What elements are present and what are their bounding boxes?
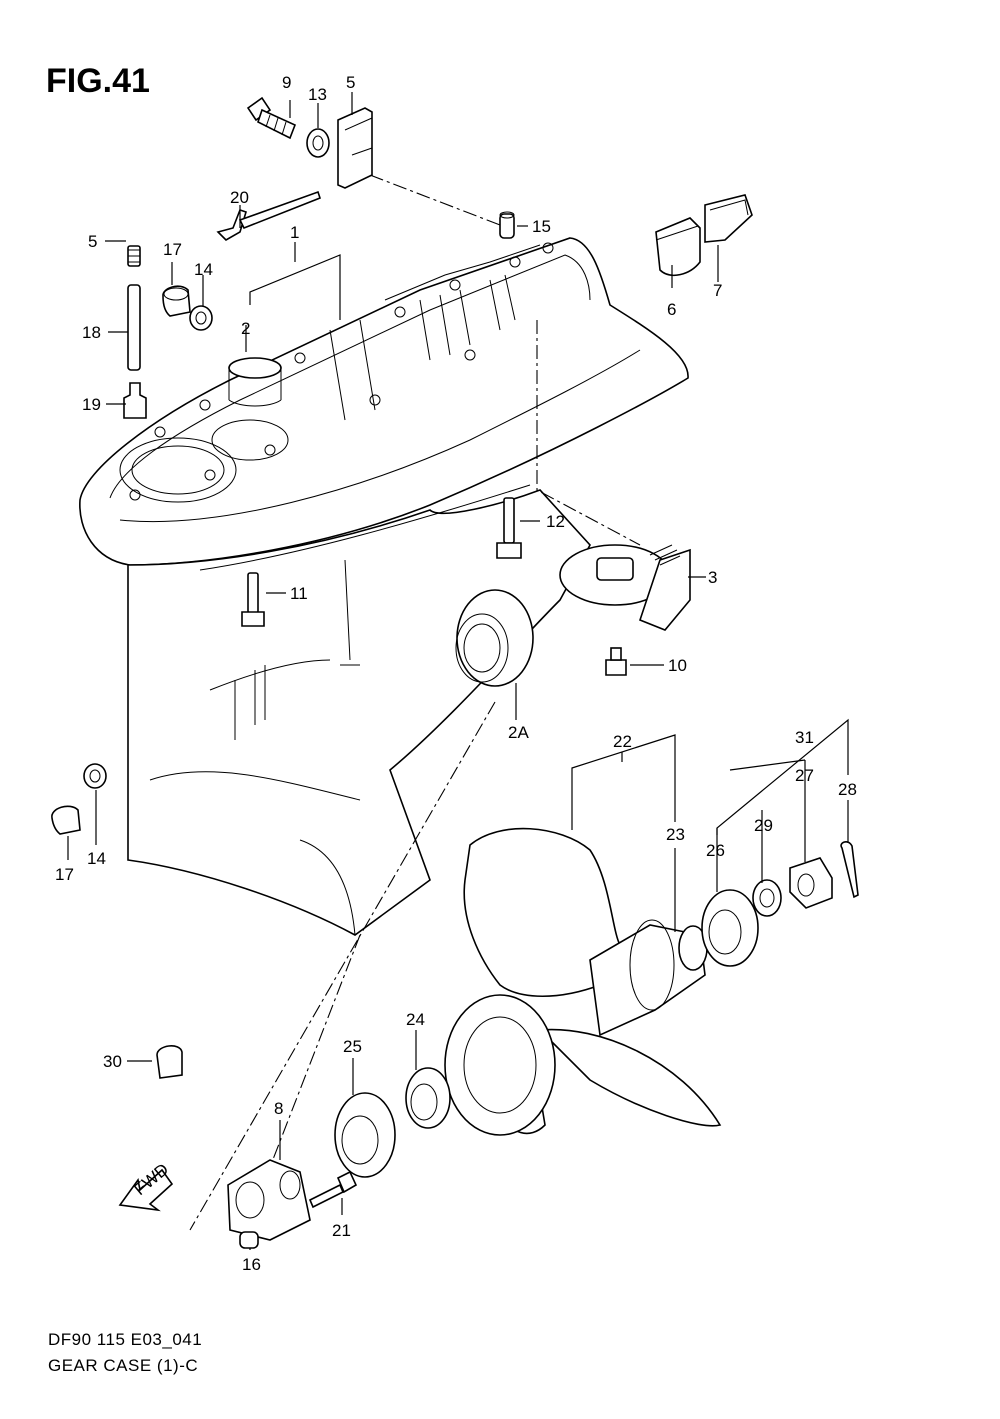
callout-24: 24 (406, 1010, 425, 1029)
callout-20: 20 (230, 188, 249, 207)
trim-tab-3 (559, 544, 691, 631)
plug-17-upper (162, 285, 191, 317)
bolt-21 (308, 1170, 358, 1209)
thrust-washer-26 (701, 889, 759, 967)
bolt-9 (246, 96, 297, 140)
callout-13: 13 (308, 85, 327, 104)
callout-labels: 9 13 5 20 15 6 7 5 17 14 18 19 1 2 12 11… (55, 73, 857, 1274)
fwd-arrow-icon (118, 1168, 174, 1212)
pin-15 (499, 211, 515, 239)
callout-29: 29 (754, 816, 773, 835)
callout-16: 16 (242, 1255, 261, 1274)
callout-15: 15 (532, 217, 551, 236)
callout-12: 12 (546, 512, 565, 531)
washer-13 (306, 128, 330, 158)
washer-14-upper (189, 305, 213, 331)
propeller-23 (444, 827, 722, 1136)
nut-27 (789, 857, 833, 909)
callout-14-lower: 14 (87, 849, 106, 868)
cotter-pin-28 (840, 841, 859, 899)
callout-19: 19 (82, 395, 101, 414)
anode-6 (655, 217, 701, 277)
callout-27: 27 (795, 766, 814, 785)
callout-6: 6 (667, 300, 676, 319)
callout-17-lower: 17 (55, 865, 74, 884)
nut-10 (605, 647, 627, 676)
nipple-19 (123, 382, 147, 419)
callout-18: 18 (82, 323, 101, 342)
callout-2: 2 (241, 319, 250, 338)
bolt-11 (241, 572, 265, 627)
callout-5: 5 (346, 73, 355, 92)
callout-30: 30 (103, 1052, 122, 1071)
callout-23: 23 (666, 825, 685, 844)
callout-17-upper: 17 (163, 240, 182, 259)
stud-4 (127, 245, 141, 267)
oil-seal-2a (455, 589, 534, 687)
callout-10: 10 (668, 656, 687, 675)
figure-title: FIG.41 (46, 62, 150, 100)
cable-tie-20 (216, 190, 321, 241)
bushing-16 (239, 1231, 259, 1249)
callout-31: 31 (795, 728, 814, 747)
spacer-24 (405, 1067, 451, 1129)
callout-25: 25 (343, 1037, 362, 1056)
callout-9: 9 (282, 73, 291, 92)
pipe-18 (127, 284, 141, 371)
callout-7: 7 (713, 281, 722, 300)
callout-28: 28 (838, 780, 857, 799)
callout-1: 1 (290, 223, 299, 242)
callout-4: 5 (88, 232, 97, 251)
drawing-code: DF90 115 E03_041 (48, 1330, 203, 1349)
plug-30 (156, 1045, 183, 1079)
plug-17-lower (51, 805, 81, 835)
callout-21: 21 (332, 1221, 351, 1240)
callout-26: 26 (706, 841, 725, 860)
callout-3: 3 (708, 568, 717, 587)
leader-lines (67, 92, 849, 1250)
bracket-8 (227, 1159, 311, 1241)
washer-29 (752, 879, 782, 917)
callout-2a: 2A (508, 723, 529, 742)
callout-11: 11 (290, 584, 308, 603)
bolt-12 (496, 497, 522, 559)
stopper-25 (334, 1092, 396, 1178)
plate-7 (704, 194, 753, 243)
plate-5 (337, 107, 373, 189)
callout-14-upper: 14 (194, 260, 213, 279)
washer-14-lower (83, 763, 107, 789)
callout-8: 8 (274, 1099, 283, 1118)
figure-caption: GEAR CASE (1)-C (48, 1356, 199, 1375)
callout-22: 22 (613, 732, 632, 751)
